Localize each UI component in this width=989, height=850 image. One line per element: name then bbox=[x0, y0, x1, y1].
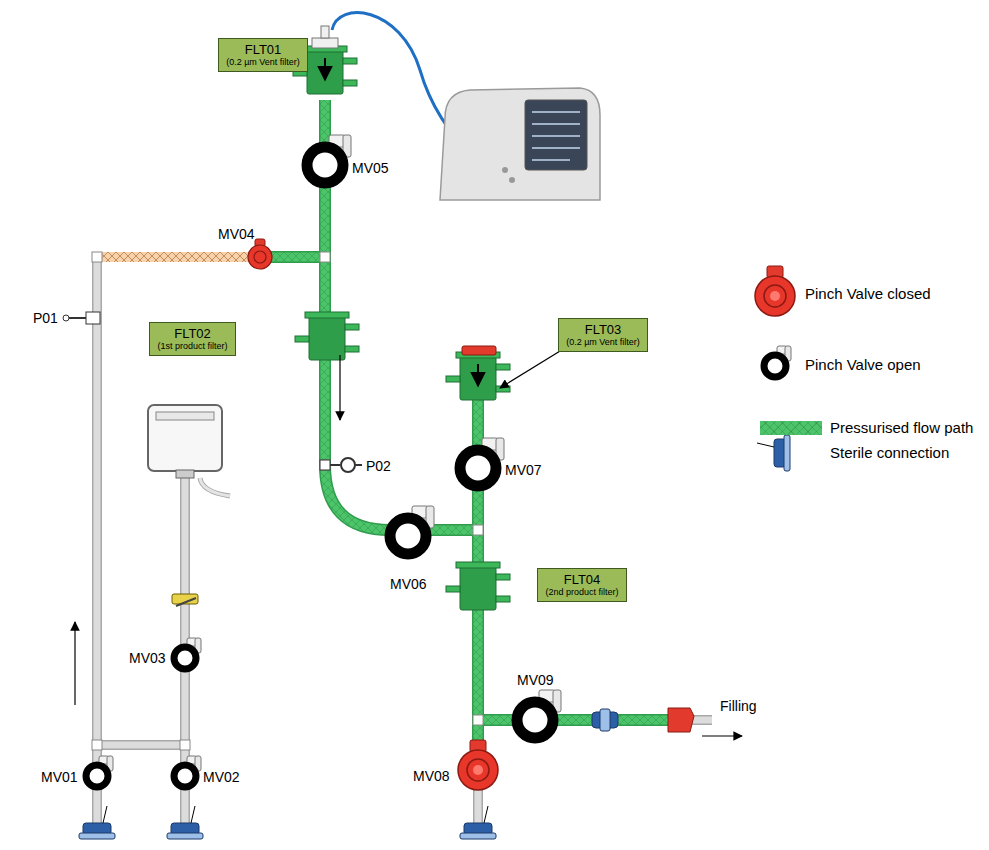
component-tag: MV01 bbox=[41, 769, 78, 785]
filter-description: (1st product filter) bbox=[156, 341, 229, 352]
filter-description: (2nd product filter) bbox=[544, 587, 620, 598]
component-tag: P02 bbox=[366, 458, 391, 474]
legend-text: Pinch Valve closed bbox=[805, 285, 931, 303]
component-tag: P01 bbox=[33, 310, 58, 326]
component-tag: MV02 bbox=[203, 769, 240, 785]
component-tag: MV03 bbox=[129, 650, 166, 666]
component-tag: MV06 bbox=[390, 576, 427, 592]
component-tag: MV07 bbox=[505, 462, 542, 478]
filter-label-box: FLT01(0.2 µm Vent filter) bbox=[218, 38, 308, 72]
filter-tag: FLT03 bbox=[565, 322, 641, 337]
legend-text: Sterile connection bbox=[830, 444, 949, 462]
legend-text: Pinch Valve open bbox=[805, 356, 921, 374]
filter-tag: FLT01 bbox=[225, 42, 301, 57]
flow-label: Filling bbox=[720, 698, 757, 714]
legend-swatch bbox=[760, 421, 822, 435]
filter-label-box: FLT02(1st product filter) bbox=[149, 322, 236, 356]
component-tag: MV05 bbox=[352, 160, 389, 176]
filter-label-box: FLT03(0.2 µm Vent filter) bbox=[558, 318, 648, 352]
component-tag: MV08 bbox=[413, 768, 450, 784]
filter-tag: FLT02 bbox=[156, 326, 229, 341]
filter-description: (0.2 µm Vent filter) bbox=[565, 337, 641, 348]
component-tag: MV09 bbox=[517, 672, 554, 688]
filter-tag: FLT04 bbox=[544, 572, 620, 587]
legend-text: Pressurised flow path bbox=[830, 419, 973, 437]
filter-description: (0.2 µm Vent filter) bbox=[225, 57, 301, 68]
filter-label-box: FLT04(2nd product filter) bbox=[537, 568, 627, 602]
component-tag: MV04 bbox=[218, 226, 255, 242]
